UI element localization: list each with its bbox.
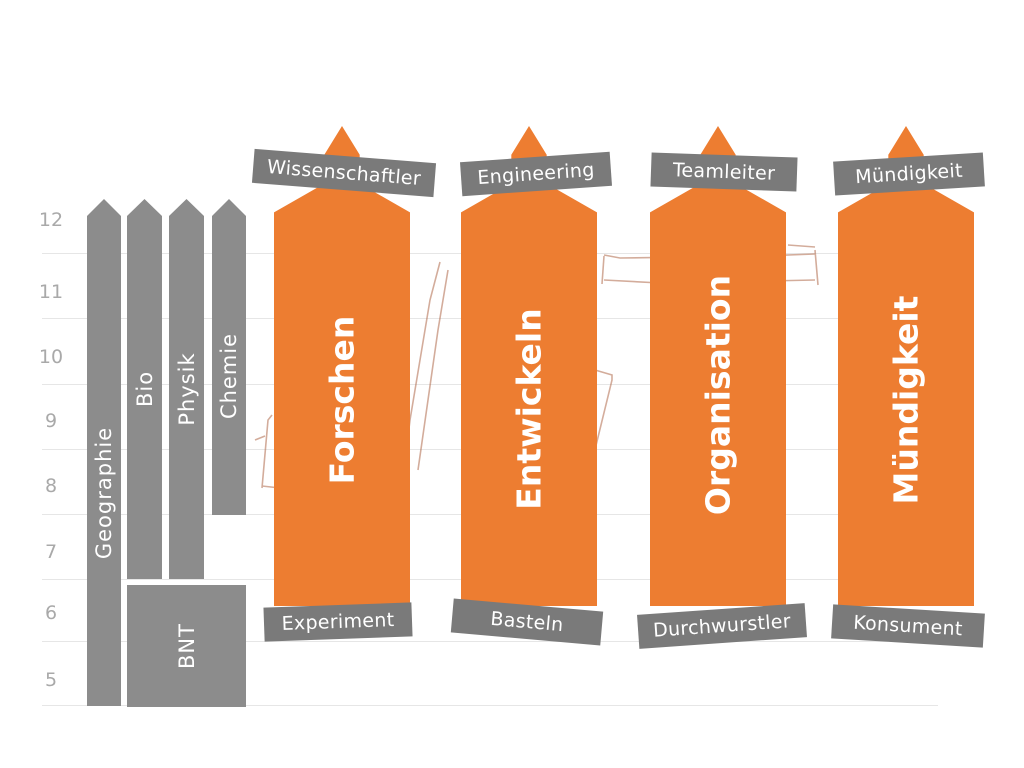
top-tag-forschen: Wissenschaftler bbox=[251, 148, 437, 198]
grade-label-11: 11 bbox=[38, 281, 64, 303]
pillar-muendigkeit: Mündigkeit bbox=[838, 126, 974, 606]
grade-label-6: 6 bbox=[44, 602, 58, 624]
pillar-label: Forschen bbox=[322, 315, 362, 484]
top-tag-organisation: Teamleiter bbox=[650, 152, 798, 192]
subject-arrow-geographie: Geographie bbox=[87, 199, 121, 706]
bottom-tag-forschen: Experiment bbox=[263, 602, 413, 642]
pillar-label: Entwickeln bbox=[509, 308, 549, 510]
grid-line-5 bbox=[42, 705, 938, 706]
subject-label: Bio bbox=[132, 370, 157, 408]
grade-label-7: 7 bbox=[44, 541, 58, 563]
subject-arrow-bio: Bio bbox=[127, 199, 162, 579]
subject-label: Chemie bbox=[217, 332, 241, 420]
grid-line-6 bbox=[42, 641, 938, 642]
top-tag-entwickeln: Engineering bbox=[459, 151, 613, 197]
subject-arrow-physik: Physik bbox=[169, 199, 204, 579]
subject-label: Physik bbox=[174, 352, 199, 426]
pillar-organisation: Organisation bbox=[650, 126, 786, 606]
pillar-entwickeln: Entwickeln bbox=[461, 126, 597, 606]
bnt-block: BNT bbox=[127, 585, 246, 707]
grade-label-5: 5 bbox=[44, 669, 58, 691]
subject-label: Geographie bbox=[92, 426, 116, 560]
pillar-label: Organisation bbox=[698, 274, 738, 515]
grade-label-10: 10 bbox=[38, 346, 64, 368]
subject-arrow-chemie: Chemie bbox=[212, 199, 246, 515]
grade-label-12: 12 bbox=[38, 209, 64, 231]
grade-label-9: 9 bbox=[44, 410, 58, 432]
pillar-forschen: Forschen bbox=[274, 126, 410, 606]
top-tag-muendigkeit: Mündigkeit bbox=[833, 152, 985, 196]
grade-label-8: 8 bbox=[44, 475, 58, 497]
pillar-label: Mündigkeit bbox=[886, 295, 926, 505]
bnt-label: BNT bbox=[174, 623, 199, 669]
